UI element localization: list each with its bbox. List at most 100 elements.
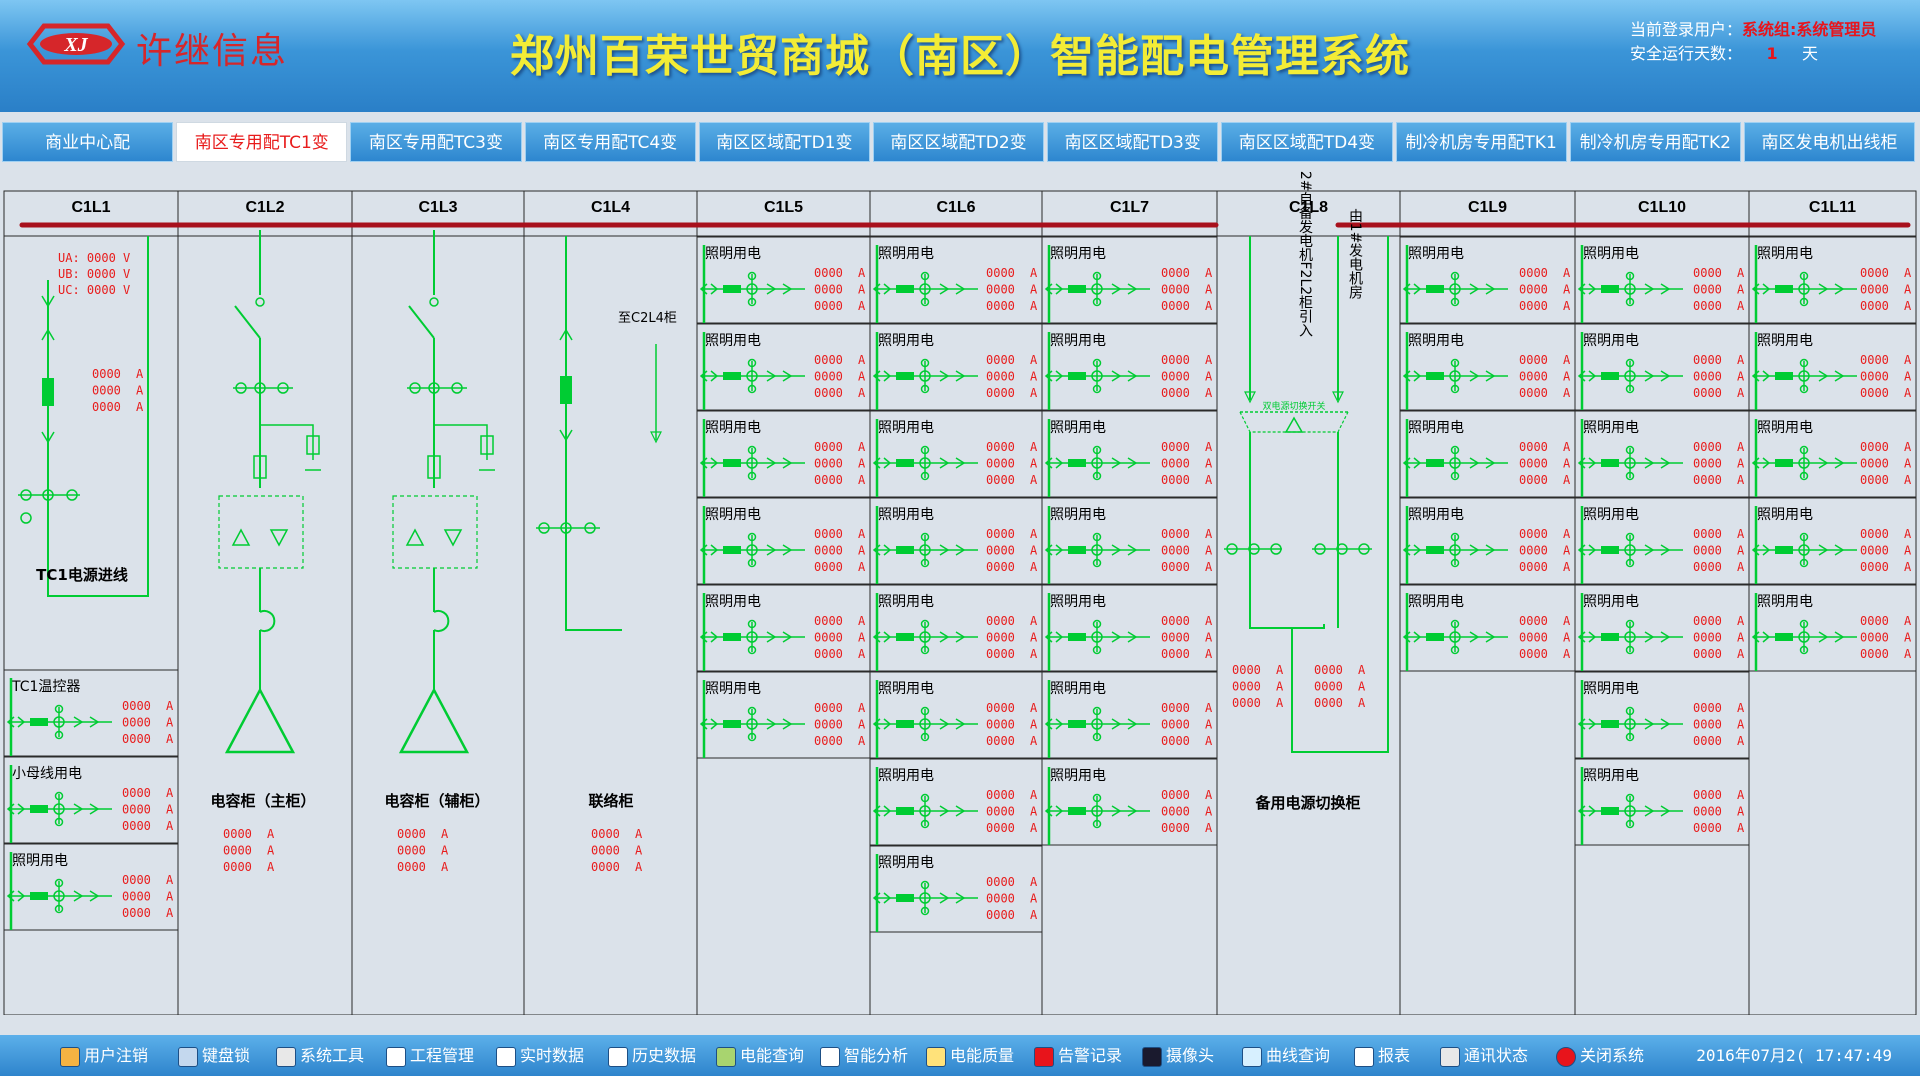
current-reading: 0000 xyxy=(1519,544,1548,558)
func-button-13[interactable]: 报表 xyxy=(1354,1035,1410,1076)
func-button-15[interactable]: 关闭系统 xyxy=(1556,1035,1644,1076)
arrow-icon xyxy=(1055,718,1064,730)
current-unit: A xyxy=(1563,440,1571,454)
arrow-icon xyxy=(883,892,892,904)
current-reading: 0000 xyxy=(1860,299,1889,313)
arrow-icon xyxy=(883,805,892,817)
tab-1[interactable]: 商业中心配 xyxy=(2,122,174,162)
tab-8[interactable]: 南区区域配TD4变 xyxy=(1221,122,1393,162)
power-quality-icon xyxy=(926,1046,946,1067)
arrow-icon xyxy=(782,370,793,382)
feeder-frame xyxy=(3,669,179,757)
current-reading: 0000 xyxy=(1519,283,1548,297)
tab-4[interactable]: 南区专用配TC4变 xyxy=(524,122,696,162)
current-unit: A xyxy=(1205,544,1213,558)
feeder-frame xyxy=(1041,584,1218,672)
alarm-record-icon xyxy=(1034,1046,1054,1067)
ct-icon xyxy=(54,904,64,914)
func-button-12[interactable]: 曲线查询 xyxy=(1242,1035,1330,1076)
current-reading: 0000 xyxy=(986,544,1015,558)
func-button-1[interactable]: 用户注销 xyxy=(60,1035,148,1076)
func-label: 曲线查询 xyxy=(1266,1046,1331,1065)
ct-icon xyxy=(1799,619,1809,629)
current-reading: 0000 xyxy=(1519,440,1548,454)
tab-11[interactable]: 南区发电机出线柜 xyxy=(1743,122,1916,162)
tab-7[interactable]: 南区区域配TD3变 xyxy=(1047,122,1219,162)
func-button-8[interactable]: 智能分析 xyxy=(820,1035,908,1076)
ct-icon xyxy=(42,489,54,501)
func-button-14[interactable]: 通讯状态 xyxy=(1440,1035,1528,1076)
current-unit: A xyxy=(1276,696,1284,710)
breaker-icon xyxy=(1601,633,1619,641)
current-reading: 0000 xyxy=(1519,473,1548,487)
func-button-3[interactable]: 系统工具 xyxy=(276,1035,364,1076)
func-button-10[interactable]: 告警记录 xyxy=(1034,1035,1122,1076)
breaker-icon xyxy=(896,807,914,815)
current-unit: A xyxy=(1904,560,1912,574)
ct-icon xyxy=(920,384,930,394)
arrow-icon xyxy=(1588,805,1597,817)
arrow-icon xyxy=(1834,370,1845,382)
func-button-4[interactable]: 工程管理 xyxy=(386,1035,474,1076)
func-button-7[interactable]: 电能查询 xyxy=(716,1035,804,1076)
breaker-icon xyxy=(1068,633,1086,641)
current-unit: A xyxy=(1904,440,1912,454)
arrow-icon xyxy=(1660,544,1671,556)
func-label: 摄像头 xyxy=(1166,1046,1215,1065)
current-unit: A xyxy=(1737,283,1745,297)
arrow-icon xyxy=(1485,631,1496,643)
tab-3[interactable]: 南区专用配TC3变 xyxy=(350,122,522,162)
breaker-icon xyxy=(1068,459,1086,467)
ct-icon xyxy=(920,880,930,890)
current-unit: A xyxy=(1205,266,1213,280)
breaker-icon xyxy=(723,285,741,293)
tab-5[interactable]: 南区区域配TD1变 xyxy=(698,122,870,162)
ct-icon xyxy=(1799,358,1809,368)
current-reading: 0000 xyxy=(1161,821,1190,835)
user-logout-icon xyxy=(60,1046,80,1067)
arrow-icon xyxy=(939,631,950,643)
func-button-9[interactable]: 电能质量 xyxy=(926,1035,1014,1076)
cabinet-header-c1l4: C1L4 xyxy=(591,199,630,216)
func-button-5[interactable]: 实时数据 xyxy=(496,1035,584,1076)
tab-9[interactable]: 制冷机房专用配TK1 xyxy=(1395,122,1567,162)
arrow-icon xyxy=(1413,631,1422,643)
tab-6[interactable]: 南区区域配TD2变 xyxy=(872,122,1045,162)
ct-icon xyxy=(1450,645,1460,655)
current-unit: A xyxy=(1205,718,1213,732)
breaker-icon xyxy=(1426,285,1444,293)
breaker-icon xyxy=(723,633,741,641)
arrow-icon xyxy=(955,718,966,730)
current-unit: A xyxy=(1563,527,1571,541)
current-reading: 0000 xyxy=(223,860,252,874)
func-label: 历史数据 xyxy=(632,1046,697,1065)
tab-10[interactable]: 制冷机房专用配TK2 xyxy=(1569,122,1741,162)
func-button-6[interactable]: 历史数据 xyxy=(608,1035,696,1076)
feeder-name: 照明用电 xyxy=(878,768,934,784)
feeder-frame xyxy=(1574,758,1750,846)
current-reading: 0000 xyxy=(1519,560,1548,574)
current-reading: 0000 xyxy=(1161,473,1190,487)
current-reading: 0000 xyxy=(1693,647,1722,661)
current-unit: A xyxy=(166,906,174,920)
current-reading: 0000 xyxy=(814,457,843,471)
current-reading: 0000 xyxy=(814,544,843,558)
current-unit: A xyxy=(267,860,275,874)
arrow-icon xyxy=(782,283,793,295)
feeder-name: 照明用电 xyxy=(1408,594,1464,610)
arrow-icon xyxy=(782,544,793,556)
arrow-icon xyxy=(1055,370,1064,382)
arrow-icon xyxy=(955,805,966,817)
arrow-icon xyxy=(1111,283,1122,295)
current-unit: A xyxy=(1205,440,1213,454)
arrow-icon xyxy=(1588,370,1597,382)
feeder-name: 照明用电 xyxy=(1583,768,1639,784)
current-reading: 0000 xyxy=(1693,614,1722,628)
smart-analysis-icon xyxy=(820,1046,840,1067)
tab-2[interactable]: 南区专用配TC1变 xyxy=(176,122,348,162)
func-button-2[interactable]: 键盘锁 xyxy=(178,1035,250,1076)
func-button-11[interactable]: 摄像头 xyxy=(1142,1035,1214,1076)
